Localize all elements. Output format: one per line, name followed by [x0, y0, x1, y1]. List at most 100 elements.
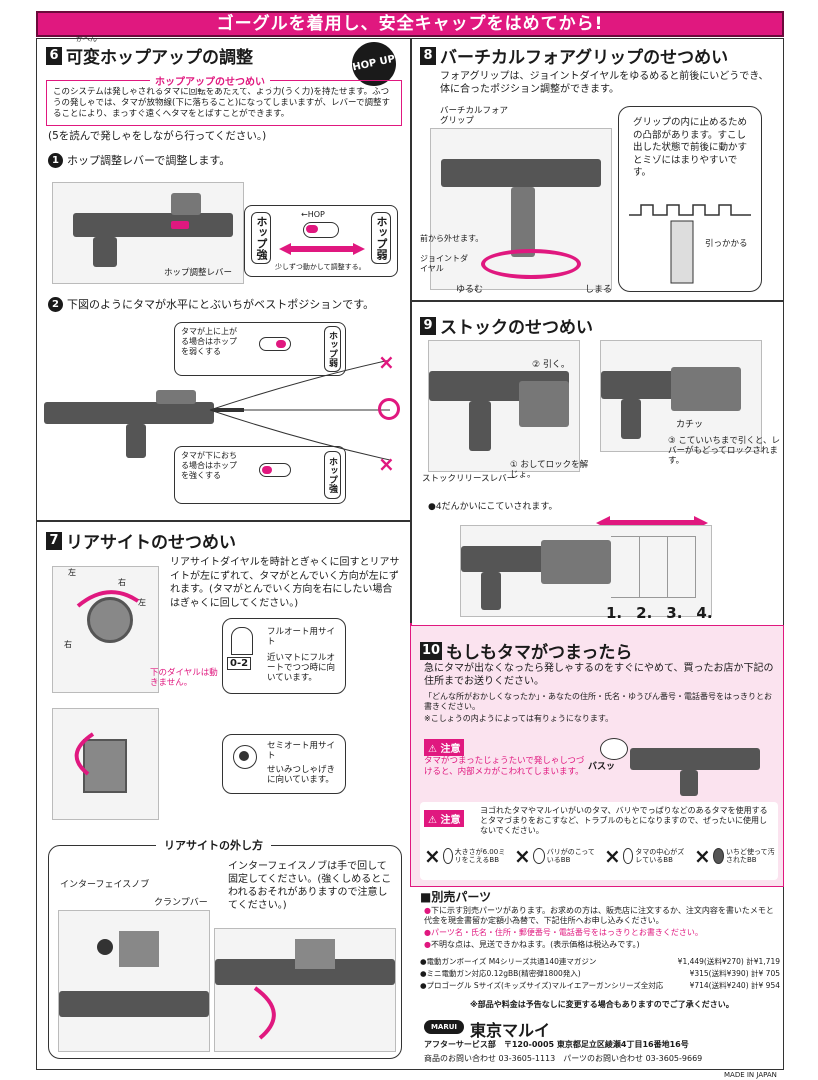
stages-note: ●4だんかいにこていされます。 — [428, 502, 558, 512]
company-name: 東京マルイ — [470, 1021, 551, 1040]
position-label: 3. — [666, 604, 683, 622]
bad-bb-item: ×バリがのこっているBB — [514, 844, 598, 868]
clamp-bar-label: クランプバー — [154, 898, 208, 908]
bad-bb-item: ×いちど使って汚されたBB — [694, 844, 778, 868]
section-title-text: 可変ホップアップの調整 — [66, 48, 253, 68]
joint-dial-label: ジョイントダイヤル — [420, 254, 468, 273]
rear-sight-intro: リアサイトダイヤルを時計とぎゃくに回すとリアサイトが左にずれて、タマがとんでいく… — [170, 557, 400, 609]
left-label: 左 — [68, 568, 76, 577]
hop-up-case-box: タマが上に上がる場合はホップを弱くする ホップ弱 — [174, 322, 346, 376]
warning-2-text: ヨゴれたタマやマルイいがいのタマ、バリやでっぱりなどのあるタマを使用するとタマづ… — [480, 806, 768, 835]
parts-line-2: ●パーツ名・氏名・住所・郵便番号・電話番号をはっきりとお書きください。 — [424, 928, 703, 937]
parts-item: ●ミニ電動ガン対応0.12gBB(精密弾1800発入)¥315(送料¥390) … — [420, 968, 780, 980]
bad-bb-text: バリがのこっているBB — [546, 848, 595, 864]
step-1: 1 ホップ調整レバーで調整します。 — [48, 152, 230, 168]
gun-full-illustration — [44, 380, 244, 460]
ruby-text: かへん — [76, 35, 97, 43]
bad-bb-item: ×タマの中心がズレているBB — [604, 844, 688, 868]
hop-lever-diagram: ホップ強 ホップ弱 ←HOP 少しずつ動かして調整する。 — [244, 205, 398, 277]
semi-auto-title: セミオート用サイト — [267, 741, 336, 761]
column-divider — [410, 38, 412, 623]
left-label: 左 — [138, 598, 146, 607]
x-mark-icon: × — [378, 452, 395, 476]
stock-release-illustration — [428, 340, 580, 472]
full-auto-title: フルオート用サイト — [267, 627, 336, 647]
click-label: カチッ — [676, 420, 704, 430]
removal-text: インターフェイスノブは手で回して固定してください。(強くしめるとこわれるおそれが… — [228, 861, 392, 911]
part-name: ●電動ガンボーイズ M4シリーズ共通140連マガジン — [420, 957, 597, 966]
groove-diagram — [629, 204, 751, 284]
part-price: ¥315(送料¥390) — [689, 969, 749, 978]
hop-lever-label: ホップ調整レバー — [164, 268, 233, 278]
part-total: 計¥ 705 — [751, 969, 780, 978]
jam-intro: 急にタマが出なくなったら発しゃするのをすぐにやめて、買ったお店か下記の住所までお… — [424, 663, 774, 687]
bad-bb-item: ×大きさが6.00ミリをこえるBB — [424, 844, 508, 868]
parts-line-1: ●下に示す別売パーツがあります。お求めの方は、販売店に注文するか、注文内容を書い… — [424, 906, 774, 925]
step-2-text: 下図のようにタマが水平にとぶいちがベストポジションです。 — [67, 298, 375, 311]
section-number: 9 — [420, 316, 436, 335]
section-6-title: 6 可変ホップアップの調整 — [46, 43, 253, 68]
company-contact: 商品のお問い合わせ 03-3605-1113 パーツのお問い合わせ 03-360… — [424, 1054, 703, 1063]
hop-slider — [259, 337, 291, 351]
tighten-label: しまる — [585, 285, 613, 295]
section-divider — [36, 520, 411, 522]
grip-detail-note: グリップの内に止めるための凸部があります。すこし出した状態で前後に動かすとミゾに… — [633, 117, 748, 178]
dial-note: 下のダイヤルは動きません。 — [150, 668, 218, 688]
jam-note-1: 「どんな所がおかしくなったか」・あなたの住所・氏名・ゆうびん番号・電話番号をはっ… — [424, 692, 772, 711]
right-label: 右 — [64, 640, 72, 649]
foregrip-illustration — [430, 128, 612, 290]
made-in-label: MADE IN JAPAN — [724, 1071, 777, 1079]
section-title-text: ストックのせつめい — [440, 318, 593, 338]
remove-front-note: 前から外せます。 — [420, 234, 484, 243]
warning-icon: ⚠ — [428, 744, 437, 755]
marui-logo: MARUI — [424, 1020, 464, 1034]
foregrip-label: バーチカルフォアグリップ — [440, 106, 509, 126]
hop-weak-label: ホップ弱 — [324, 326, 341, 372]
grip-detail-box: グリップの内に止めるための凸部があります。すこし出した状態で前後に動かすとミゾに… — [618, 106, 762, 292]
read-note: (5を読んで発しゃをしながら行ってください。) — [48, 130, 267, 142]
step-2: 2 下図のようにタマが水平にとぶいちがベストポジションです。 — [48, 296, 374, 312]
bad-bb-list: ×大きさが6.00ミリをこえるBB ×バリがのこっているBB ×タマの中心がズレ… — [424, 844, 778, 868]
rear-sight-flip-illustration — [52, 708, 159, 820]
lock-note: ③ こていいちまで引くと、レバーがもどってロックされます。 — [668, 436, 780, 466]
foregrip-intro: フォアグリップは、ジョイントダイヤルをゆるめると前後にいどうでき、体に合ったポジ… — [440, 71, 769, 95]
hop-weak-label: ホップ弱 — [371, 212, 391, 264]
parts-line-3: ●不明な点は、見送できかねます。(表示価格は税込みです。) — [424, 940, 640, 949]
gun-closeup-illustration — [52, 182, 244, 284]
warning-label: 注意 — [440, 744, 461, 755]
section-number: 6 — [46, 46, 62, 65]
bad-bb-text: いちど使って汚されたBB — [725, 848, 775, 864]
up-case-text: タマが上に上がる場合はホップを弱くする — [181, 327, 237, 356]
section-8-title: 8 バーチカルフォアグリップのせつめい — [420, 43, 728, 68]
semi-auto-sight-box: セミオート用サイト せいみつしゃげきに向いています。 — [222, 734, 346, 794]
parts-item: ●プロゴーグル Sサイズ(キッズサイズ)マルイエアーガンシリーズ全対応¥714(… — [420, 980, 780, 992]
section-title-text: もしもタマがつまったら — [446, 643, 633, 663]
step-number: 2 — [48, 296, 63, 312]
parts-item: ●電動ガンボーイズ M4シリーズ共通140連マガジン ¥1,449(送料¥270)… — [420, 956, 780, 968]
stock-lock-illustration — [600, 340, 762, 452]
semi-auto-text: せいみつしゃげきに向いています。 — [267, 765, 336, 785]
jammed-gun-illustration — [600, 728, 775, 796]
removal-title: リアサイトの外し方 — [156, 837, 271, 853]
x-mark-icon: × — [378, 350, 395, 374]
push-lock-label: ① おしてロックを解じょ。 — [510, 460, 589, 480]
part-price: ¥1,449(送料¥270) — [677, 957, 744, 966]
rear-sight-dial-illustration — [52, 566, 159, 693]
part-total: 計¥1,719 — [746, 957, 780, 966]
hop-strong-label: ホップ強 — [251, 212, 271, 264]
hop-slider — [303, 222, 339, 238]
jam-note-2: ※こしょうの内ようによっては有りょうになります。 — [424, 714, 614, 723]
full-auto-code: 0-2 — [227, 657, 252, 670]
trajectory-lines — [209, 359, 391, 461]
bad-bb-text: タマの中心がズレているBB — [635, 848, 685, 864]
section-7-title: 7 リアサイトのせつめい — [46, 528, 236, 553]
parts-title: ■別売パーツ — [420, 890, 492, 904]
hop-direction-label: ←HOP — [301, 210, 325, 219]
company-address: アフターサービス部 〒120-0005 東京都足立区綾瀬4丁目16番地16号 — [424, 1040, 689, 1049]
hop-down-case-box: タマが下におちる場合はホップを強くする ホップ強 — [174, 446, 346, 504]
safety-banner: ゴーグルを着用し、安全キャップをはめてから! — [36, 11, 784, 37]
interface-knob-label: インターフェイスノブ — [60, 880, 150, 890]
part-name: ●プロゴーグル Sサイズ(キッズサイズ)マルイエアーガンシリーズ全対応 — [420, 981, 664, 990]
section-10-title: 10 もしもタマがつまったら — [420, 638, 632, 663]
parts-footnote: ※部品や料金は予告なしに変更する場合もありますのでご了承ください。 — [470, 1000, 734, 1009]
